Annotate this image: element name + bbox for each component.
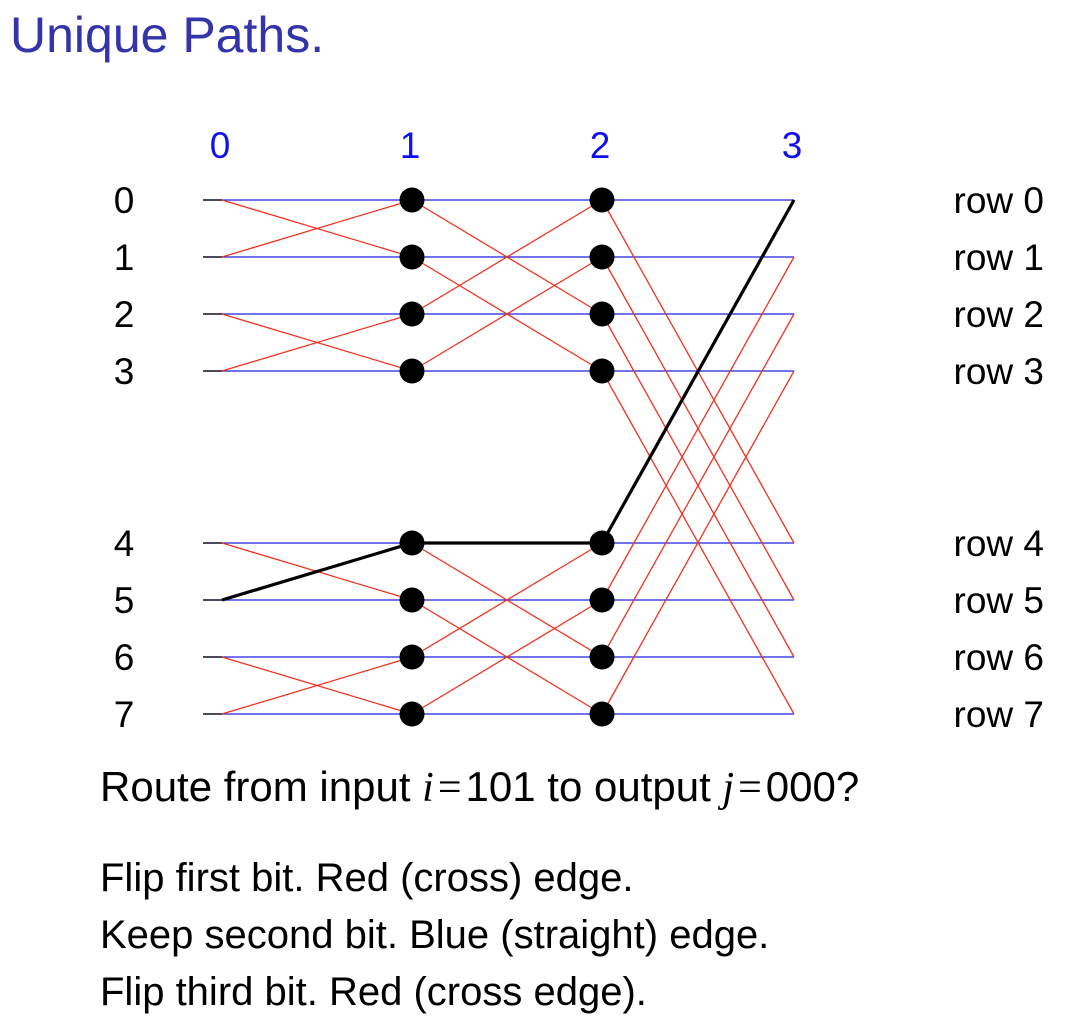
cross-edge-s2-r7 xyxy=(601,370,795,715)
butterfly-network-diagram: 0 1 2 3 0 1 2 3 4 5 6 7 row 0 row 1 row 2 row 3 row 4 row… xyxy=(114,125,1044,735)
node-c2-r2 xyxy=(589,301,615,327)
equals-sign-2: = xyxy=(738,765,762,811)
explanation-line-3: Flip third bit. Red (cross edge). xyxy=(100,970,647,1014)
node-c2-r7 xyxy=(589,701,615,727)
input-label-5: 5 xyxy=(114,580,135,621)
node-c1-r3 xyxy=(399,358,425,384)
cross-edge-s1-r7 xyxy=(411,599,603,715)
cross-edge-s1-r2 xyxy=(411,199,603,315)
cross-edge-s1-r3 xyxy=(411,256,603,372)
node-c1-r2 xyxy=(399,301,425,327)
cross-edge-s0-r7 xyxy=(221,656,413,715)
question-prefix: Route from input xyxy=(100,763,411,810)
cross-edge-s1-r6 xyxy=(411,542,603,658)
node-c1-r0 xyxy=(399,187,425,213)
node-c1-r4 xyxy=(399,530,425,556)
output-label-7: row 7 xyxy=(954,694,1044,735)
input-label-7: 7 xyxy=(114,694,135,735)
node-c2-r6 xyxy=(589,644,615,670)
cross-edges xyxy=(221,199,795,715)
cross-edge-s2-r6 xyxy=(601,313,795,658)
explanation: Flip first bit. Red (cross) edge. Keep s… xyxy=(100,850,769,1021)
path-segment-0 xyxy=(221,541,413,602)
column-label-3: 3 xyxy=(782,125,803,166)
cross-edge-s2-r5 xyxy=(601,256,795,601)
explanation-line-1: Flip first bit. Red (cross) edge. xyxy=(100,856,634,900)
var-j: j xyxy=(722,765,735,811)
node-c1-r6 xyxy=(399,644,425,670)
input-label-4: 4 xyxy=(114,523,135,564)
question-middle: to output xyxy=(547,763,711,810)
cross-edge-s0-r3 xyxy=(221,313,413,372)
equals-sign: = xyxy=(437,765,462,811)
input-label-1: 1 xyxy=(114,237,135,278)
path-segment-2 xyxy=(600,199,796,544)
node-c2-r4 xyxy=(589,530,615,556)
column-label-2: 2 xyxy=(590,125,611,166)
input-label-2: 2 xyxy=(114,294,135,335)
output-label-6: row 6 xyxy=(954,637,1044,678)
labels: 0 1 2 3 0 1 2 3 4 5 6 7 row 0 row 1 row 2 row 3 row 4 row… xyxy=(114,125,1044,735)
node-c1-r5 xyxy=(399,587,425,613)
node-c1-r7 xyxy=(399,701,425,727)
explanation-line-2: Keep second bit. Blue (straight) edge. xyxy=(100,913,770,957)
output-label-1: row 1 xyxy=(954,237,1044,278)
output-label-5: row 5 xyxy=(954,580,1044,621)
node-c1-r1 xyxy=(399,244,425,270)
output-value: 000? xyxy=(765,763,860,810)
straight-edges xyxy=(203,199,794,715)
output-label-0: row 0 xyxy=(954,180,1044,221)
node-c2-r0 xyxy=(589,187,615,213)
route-question: Route from input i=101 to output j=000? xyxy=(100,763,859,812)
node-c2-r3 xyxy=(589,358,615,384)
input-label-0: 0 xyxy=(114,180,135,221)
input-label-3: 3 xyxy=(114,351,135,392)
column-label-0: 0 xyxy=(210,125,231,166)
output-label-2: row 2 xyxy=(954,294,1044,335)
column-label-1: 1 xyxy=(400,125,421,166)
output-label-3: row 3 xyxy=(954,351,1044,392)
var-i: i xyxy=(422,765,434,811)
cross-edge-s0-r1 xyxy=(221,199,413,258)
nodes xyxy=(399,187,615,727)
input-value: 101 xyxy=(465,763,536,810)
slide-title: Unique Paths. xyxy=(10,7,325,63)
input-label-6: 6 xyxy=(114,637,135,678)
output-label-4: row 4 xyxy=(954,523,1044,564)
node-c2-r1 xyxy=(589,244,615,270)
highlighted-path xyxy=(221,199,796,602)
node-c2-r5 xyxy=(589,587,615,613)
